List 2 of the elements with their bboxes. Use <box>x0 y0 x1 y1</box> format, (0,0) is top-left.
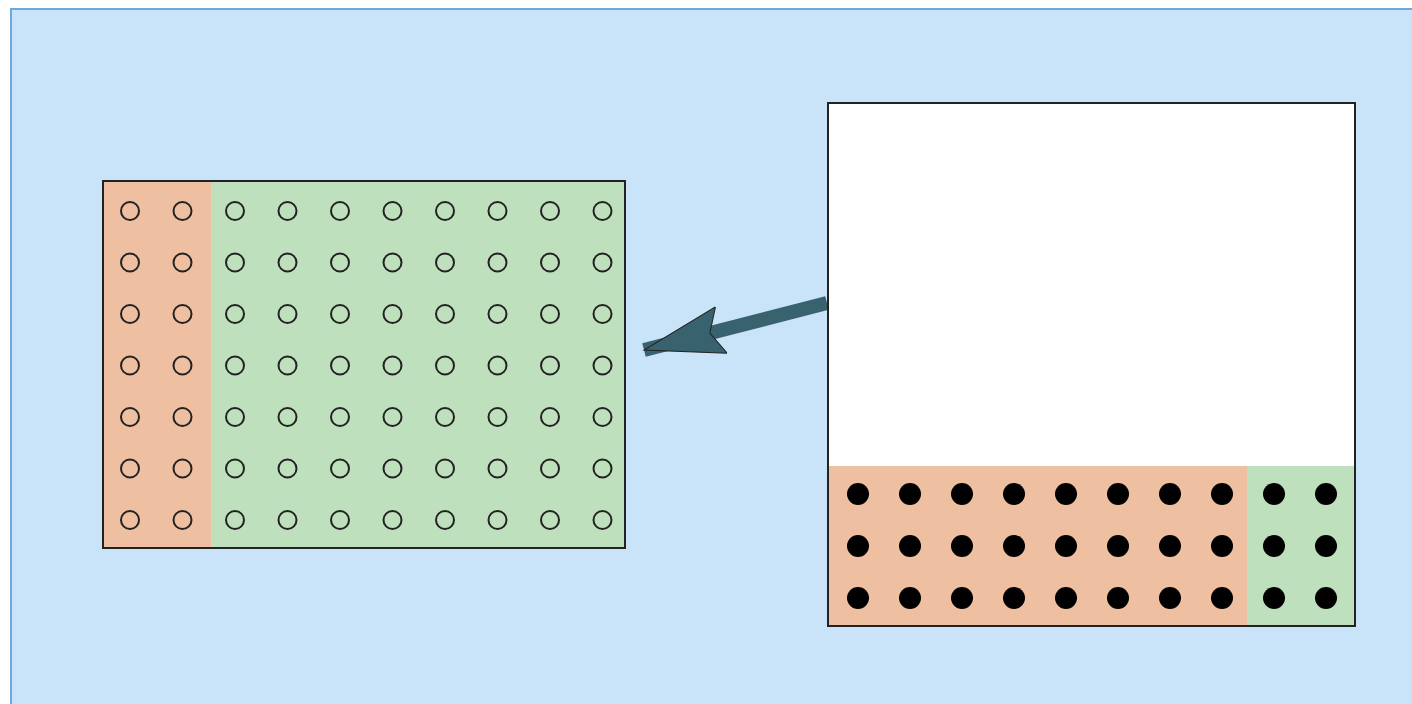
arrow <box>642 296 829 357</box>
solid-dot-grid-panel <box>827 102 1356 627</box>
